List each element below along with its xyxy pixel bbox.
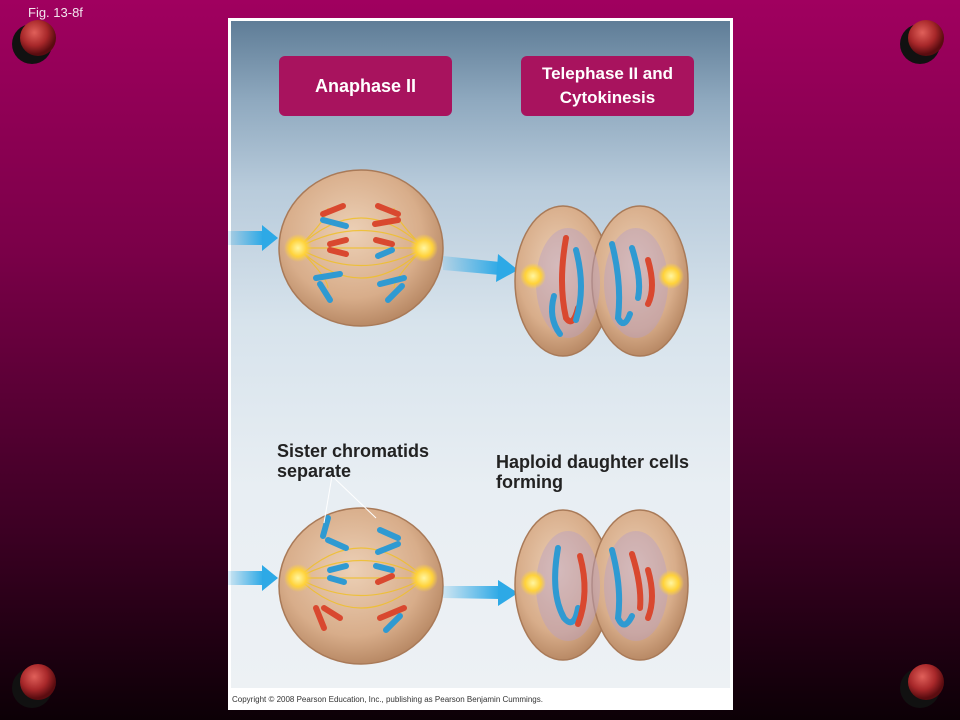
anaphase-cell-top [278,169,444,327]
copyright-notice: Copyright © 2008 Pearson Education, Inc.… [232,695,543,704]
corner-orb-icon [12,20,56,64]
telophase-ii-label: Telephase II and Cytokinesis [521,56,694,116]
anaphase-ii-label: Anaphase II [279,56,452,116]
anaphase-cell-bottom [278,475,444,665]
meiosis-diagram [228,169,689,665]
sister-chromatids-caption: Sister chromatids separate [277,441,430,481]
incoming-arrow-bottom [228,565,278,591]
figure-panel: Anaphase II Telephase II and Cytokinesis… [228,18,733,710]
telophase-cells-top [514,205,689,357]
telophase-cells-bottom [514,509,689,661]
incoming-arrow-top [228,225,278,251]
corner-orb-icon [900,20,944,64]
corner-orb-icon [12,664,56,708]
figure-label: Fig. 13-8f [28,5,83,20]
haploid-cells-caption: Haploid daughter cells forming [496,452,690,492]
transition-arrow-bottom [443,580,518,606]
corner-orb-icon [900,664,944,708]
transition-arrow-top [443,254,518,282]
